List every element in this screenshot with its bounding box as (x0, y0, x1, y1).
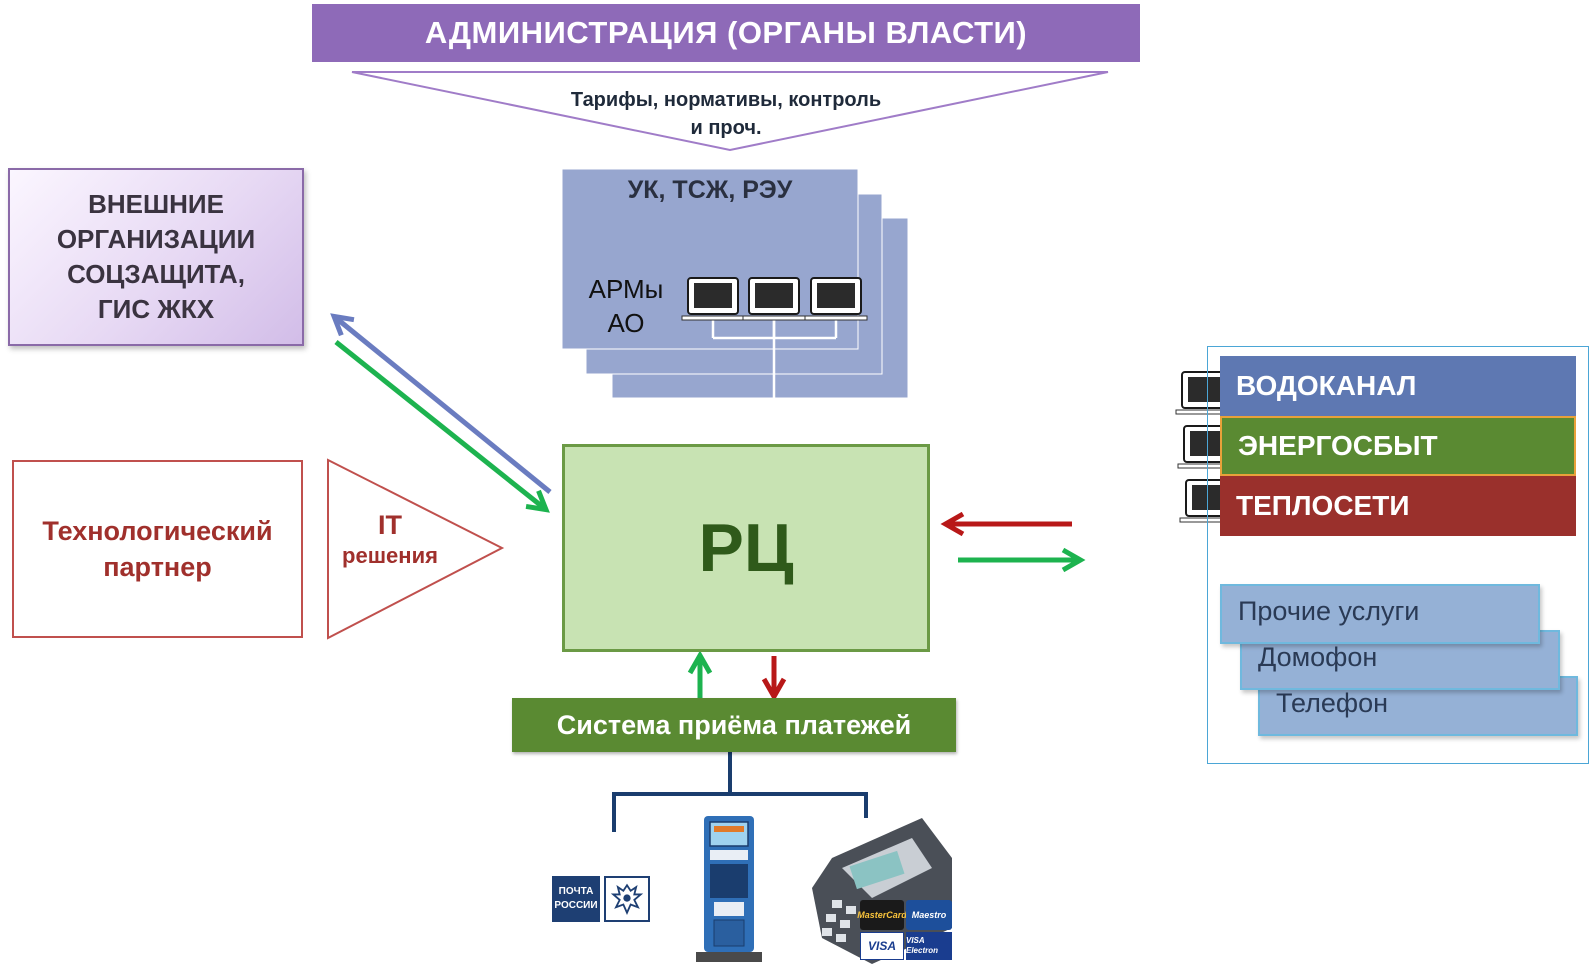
mastercard-logo: MasterCard (857, 900, 907, 930)
ext-org-line3: СОЦЗАЩИТА, (67, 259, 245, 289)
maestro-label: Maestro (911, 910, 947, 920)
ext-org-line2: ОРГАНИЗАЦИИ (56, 224, 256, 254)
settlement-center-label: РЦ (698, 510, 794, 586)
workstation-icon-3 (804, 277, 868, 321)
it-solutions-label: IT решения (326, 508, 454, 570)
payment-channel-tree (612, 752, 868, 832)
workstations-label-line2: АО (607, 308, 645, 338)
utility-heat: ТЕПЛОСЕТИ (1220, 476, 1576, 536)
tech-partner-line1: Технологический (42, 516, 273, 546)
visa-electron-label: VISA Electron (906, 936, 939, 955)
visa-label: VISA (867, 939, 896, 953)
workstations-label-line1: АРМы (588, 274, 664, 304)
utilities-frame (1207, 346, 1589, 764)
tech-partner-box: Технологический партнер (12, 460, 303, 638)
utility-water-label: ВОДОКАНАЛ (1236, 370, 1417, 401)
service-other-label: Прочие услуги (1238, 596, 1420, 626)
russian-post-line2: РОССИИ (554, 900, 598, 911)
it-solutions-line2: решения (342, 543, 438, 568)
workstation-icon-2 (742, 277, 806, 321)
maestro-logo: Maestro (906, 900, 952, 930)
ext-org-line4: ГИС ЖКХ (97, 294, 215, 324)
service-intercom-label: Домофон (1258, 642, 1378, 672)
workstation-network (711, 320, 838, 444)
admin-funnel (351, 71, 1109, 152)
arrow-ext-to-rc (334, 340, 550, 513)
service-telephone-label: Телефон (1276, 688, 1389, 718)
payment-terminal-icon (696, 816, 764, 964)
arrow-rc-to-ext (330, 313, 552, 494)
visa-logo: VISA (860, 932, 904, 960)
external-organizations-box: ВНЕШНИЕ ОРГАНИЗАЦИИ СОЦЗАЩИТА, ГИС ЖКХ (8, 168, 304, 346)
administration-title: АДМИНИСТРАЦИЯ (ОРГАНЫ ВЛАСТИ) (424, 15, 1028, 50)
ext-org-line1: ВНЕШНИЕ (88, 189, 224, 219)
russian-post-eagle-icon (604, 876, 650, 922)
payment-system-box: Система приёма платежей (512, 698, 956, 752)
workstations-label: АРМы АО (580, 272, 672, 340)
utility-energy-label: ЭНЕРГОСБЫТ (1238, 430, 1438, 461)
utility-heat-label: ТЕПЛОСЕТИ (1236, 490, 1410, 521)
administration-banner: АДМИНИСТРАЦИЯ (ОРГАНЫ ВЛАСТИ) (312, 4, 1140, 62)
service-other: Прочие услуги (1220, 584, 1540, 644)
management-title: УК, ТСЖ, РЭУ (627, 176, 793, 204)
administration-note-line1: Тарифы, нормативы, контроль (570, 89, 882, 111)
it-solutions-line1: IT (378, 510, 402, 540)
workstation-icon-1 (681, 277, 745, 321)
utility-energy: ЭНЕРГОСБЫТ (1220, 416, 1576, 476)
settlement-center-box: РЦ (562, 444, 930, 652)
utility-water: ВОДОКАНАЛ (1220, 356, 1576, 416)
tech-partner-line2: партнер (103, 552, 212, 582)
it-triangle (327, 458, 505, 640)
russian-post-logo: ПОЧТА РОССИИ (552, 876, 600, 922)
administration-note: Тарифы, нормативы, контроль и проч. (470, 86, 982, 142)
mastercard-label: MasterCard (857, 910, 907, 920)
visa-electron-logo: VISA Electron (906, 932, 952, 960)
administration-note-line2: и проч. (690, 117, 762, 139)
russian-post-line1: ПОЧТА (558, 886, 594, 897)
payment-system-label: Система приёма платежей (556, 709, 912, 740)
